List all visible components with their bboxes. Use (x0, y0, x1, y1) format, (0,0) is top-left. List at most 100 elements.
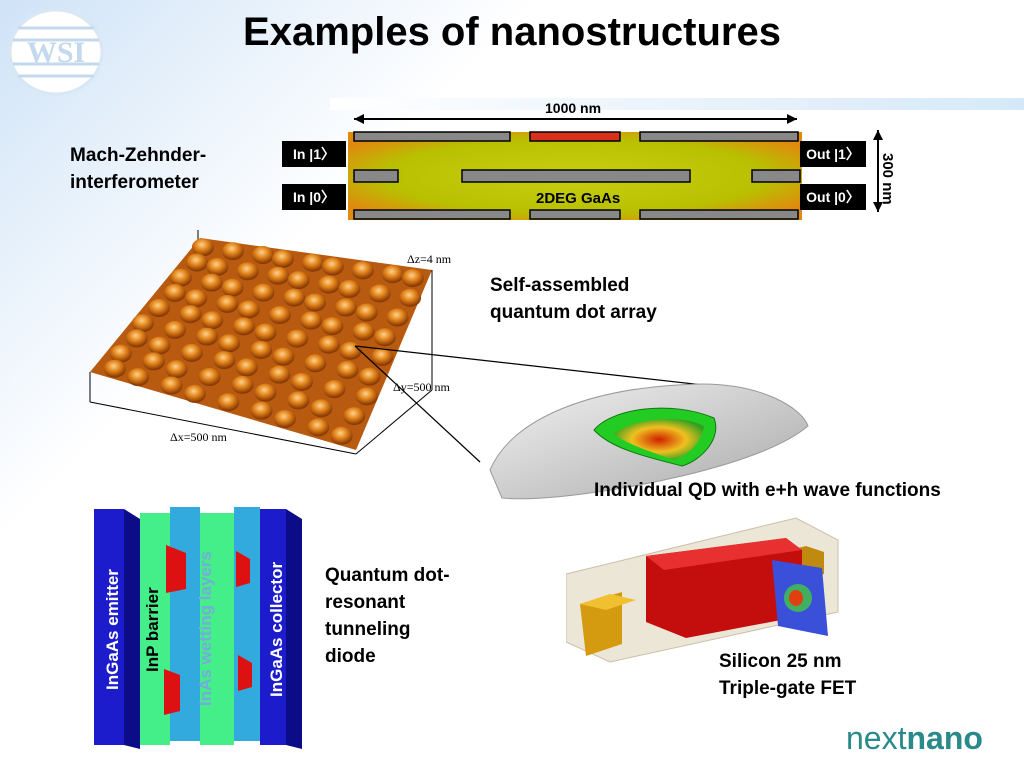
quantum-dot (343, 407, 366, 426)
mzi-label: Mach-Zehnder- interferometer (70, 145, 207, 193)
quantum-dot (252, 283, 275, 302)
quantum-dot (191, 238, 214, 257)
quantum-dot (185, 253, 208, 272)
quantum-dot (386, 308, 409, 327)
quantum-dot (301, 253, 324, 272)
quantum-dot (216, 294, 239, 313)
quantum-dot (273, 410, 296, 429)
port-out1: Out |1〉 (800, 141, 866, 167)
rtd-label: Quantum dot- resonant tunneling diode (325, 565, 450, 667)
rtd-wetting-label: InAs wetting layers (196, 551, 215, 706)
quantum-dots (103, 238, 424, 445)
quantum-dot (371, 347, 394, 366)
quantum-dot (317, 275, 340, 294)
quantum-dot (127, 368, 150, 387)
quantum-dot (160, 376, 183, 395)
quantum-dot (323, 380, 346, 399)
quantum-dot (330, 426, 353, 445)
fet-label: Silicon 25 nm Triple-gate FET (719, 651, 857, 699)
port-in1: In |1〉 (282, 141, 346, 167)
quantum-dot (213, 351, 236, 370)
quantum-dot (351, 261, 374, 280)
quantum-dot (304, 354, 327, 373)
header-stripe (330, 98, 1024, 110)
quantum-dot (358, 367, 381, 386)
quantum-dot (401, 269, 424, 288)
quantum-dot (352, 322, 375, 341)
quantum-dot (287, 391, 310, 410)
quantum-dot (303, 293, 326, 312)
quantum-dot (125, 329, 148, 348)
brand-nano: nano (906, 720, 983, 756)
rtd-emitter-label: InGaAs emitter (103, 569, 122, 690)
quantum-dot (237, 300, 260, 319)
qd-array-svg (89, 230, 433, 455)
red-gate (529, 131, 621, 142)
rtd-barrier-label: InP barrier (143, 587, 162, 672)
mzi-svg (348, 114, 883, 220)
quantum-dot (236, 262, 259, 281)
quantum-dot (272, 347, 295, 366)
quantum-dot (283, 288, 306, 307)
quantum-dot (180, 343, 203, 362)
fet-svg (565, 517, 839, 663)
quantum-dot (336, 360, 359, 379)
quantum-dot (148, 336, 171, 355)
quantum-dot (198, 368, 221, 387)
quantum-dot (103, 359, 126, 378)
quantum-dot (399, 288, 422, 307)
quantum-dot (338, 279, 361, 298)
quantum-dot (235, 358, 258, 377)
qd-array-surface (80, 230, 470, 460)
port-out0: Out |0〉 (800, 184, 866, 210)
quantum-dot (271, 249, 294, 268)
mzi-diagram (282, 100, 902, 225)
quantum-dot (307, 418, 330, 437)
quantum-dot (163, 320, 186, 339)
quantum-dot (163, 283, 186, 302)
quantum-dot (268, 365, 291, 384)
nextnano-logo: nextnano (846, 720, 983, 757)
quantum-dot (195, 327, 218, 346)
quantum-dot (355, 387, 378, 406)
fet-diagram (565, 516, 840, 664)
mzi-material: 2DEG GaAs (536, 190, 621, 207)
quantum-dot (355, 303, 378, 322)
quantum-dot (206, 257, 229, 276)
qd-array-label: Self-assembled quantum dot array (490, 275, 657, 323)
individual-qd-image (482, 378, 812, 504)
quantum-dot (183, 384, 206, 403)
page-title: Examples of nanostructures (243, 10, 781, 54)
quantum-dot (250, 401, 273, 420)
quantum-dot (254, 383, 277, 402)
quantum-dot (251, 246, 274, 265)
quantum-dot (300, 311, 323, 330)
quantum-dot (218, 334, 241, 353)
qd-dy-label: Δy=500 nm (393, 380, 450, 394)
quantum-dot (290, 372, 313, 391)
quantum-dot (310, 399, 333, 418)
quantum-dot (131, 314, 154, 333)
rtd-svg (94, 507, 302, 749)
wsi-logo-emblem: WSI (8, 8, 104, 96)
quantum-dot (286, 329, 309, 348)
qd-dx-label: Δx=500 nm (170, 430, 227, 444)
quantum-dot (169, 268, 192, 287)
mzi-width-label: 1000 nm (545, 100, 602, 116)
quantum-dot (185, 289, 208, 308)
quantum-dot (179, 305, 202, 324)
quantum-dot (254, 323, 277, 342)
quantum-dot (142, 352, 165, 371)
quantum-dot (317, 335, 340, 354)
quantum-dot (287, 271, 310, 290)
svg-text:WSI: WSI (27, 36, 85, 69)
quantum-dot (147, 299, 170, 318)
quantum-dot (368, 284, 391, 303)
wsi-logo: WSI (8, 8, 104, 96)
quantum-dot (200, 273, 223, 292)
rtd-collector-label: InGaAs collector (267, 561, 286, 697)
quantum-dot (321, 317, 344, 336)
quantum-dot (250, 340, 273, 359)
rtd-diagram (94, 505, 306, 749)
